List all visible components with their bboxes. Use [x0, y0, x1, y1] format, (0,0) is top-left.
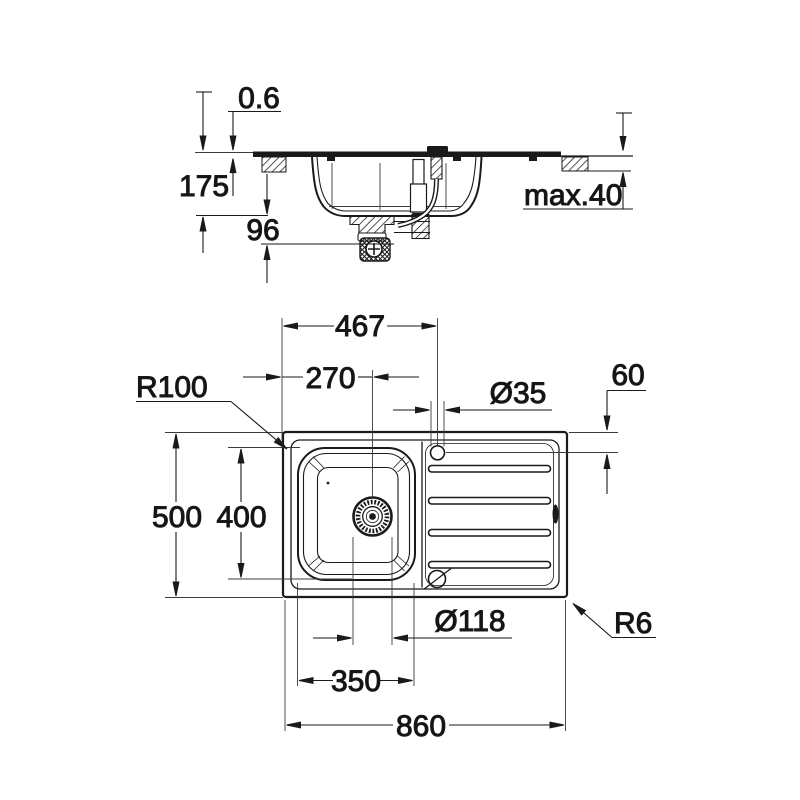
dim-bowl-corner-radius: R100: [136, 371, 208, 404]
mounting-clip: [453, 157, 461, 161]
drainer-rib: [427, 528, 552, 537]
dim-overall-width: 860: [396, 710, 446, 743]
trap-bolt-cross: [368, 243, 380, 255]
dim-bowl-depth: 400: [216, 501, 266, 534]
bowl-surface-dot: [326, 481, 330, 485]
bowl-outer-edge: [297, 447, 416, 581]
dim-overall-depth: 500: [152, 501, 202, 534]
extension-lines: [165, 318, 618, 731]
mounting-clip: [529, 157, 537, 161]
leader-arrow: [230, 401, 288, 450]
drain-hose-inner: [397, 178, 438, 227]
drain-knurl-ring: [355, 499, 390, 534]
dim-sheet-thickness: 0.6: [238, 82, 280, 115]
mounting-clip: [327, 157, 335, 161]
bowl-corner-facets: [308, 456, 410, 572]
drainer-rib: [427, 560, 552, 569]
drainer-rib: [427, 464, 552, 473]
overflow-slot: [552, 504, 559, 524]
dim-max-counter-thickness: max.40: [524, 179, 622, 212]
sink-outer-outline: [281, 430, 569, 599]
overflow-pipe-body: [409, 183, 428, 213]
bowl-floor-outline: [316, 466, 399, 564]
clamp-screw: [427, 569, 447, 589]
dim-trap-offset: 96: [246, 214, 279, 247]
sink-inner-rim: [290, 439, 560, 590]
leader-arrow: [572, 603, 613, 638]
tap-hole-plug: [427, 146, 448, 153]
dim-drain-center-from-left: 270: [305, 362, 355, 395]
counter-section-left: [261, 156, 287, 173]
dim-drain-diameter: Ø118: [434, 605, 505, 638]
dim-tap-center-from-left: 467: [335, 310, 385, 343]
drainer-rib: [427, 496, 552, 505]
tap-hole: [429, 444, 446, 461]
bowl-mid-contour: [302, 452, 411, 576]
bowl-section-inner: [316, 156, 477, 212]
plan-view: [165, 318, 618, 731]
dim-outer-corner-radius: R6: [614, 607, 652, 640]
bowl-section-outer: [311, 156, 483, 217]
side-view-dimensions: 0.6 175 96 max.40: [178, 82, 633, 283]
drain-flange: [349, 215, 395, 234]
clamp-screw-slash: [423, 567, 452, 591]
dim-bowl-width: 350: [331, 665, 381, 698]
dim-mount-depth: 175: [179, 170, 229, 203]
dim-tap-hole-diameter: Ø35: [490, 377, 547, 410]
drain-outline: [352, 496, 393, 537]
sink-rim-profile: [253, 151, 561, 157]
tap-stem: [430, 156, 443, 180]
counter-section-right: [561, 156, 589, 172]
plan-view-dimensions: 467 270 Ø35 60 R100 500 400 Ø118: [136, 310, 656, 744]
dim-tap-center-from-top: 60: [611, 359, 644, 392]
